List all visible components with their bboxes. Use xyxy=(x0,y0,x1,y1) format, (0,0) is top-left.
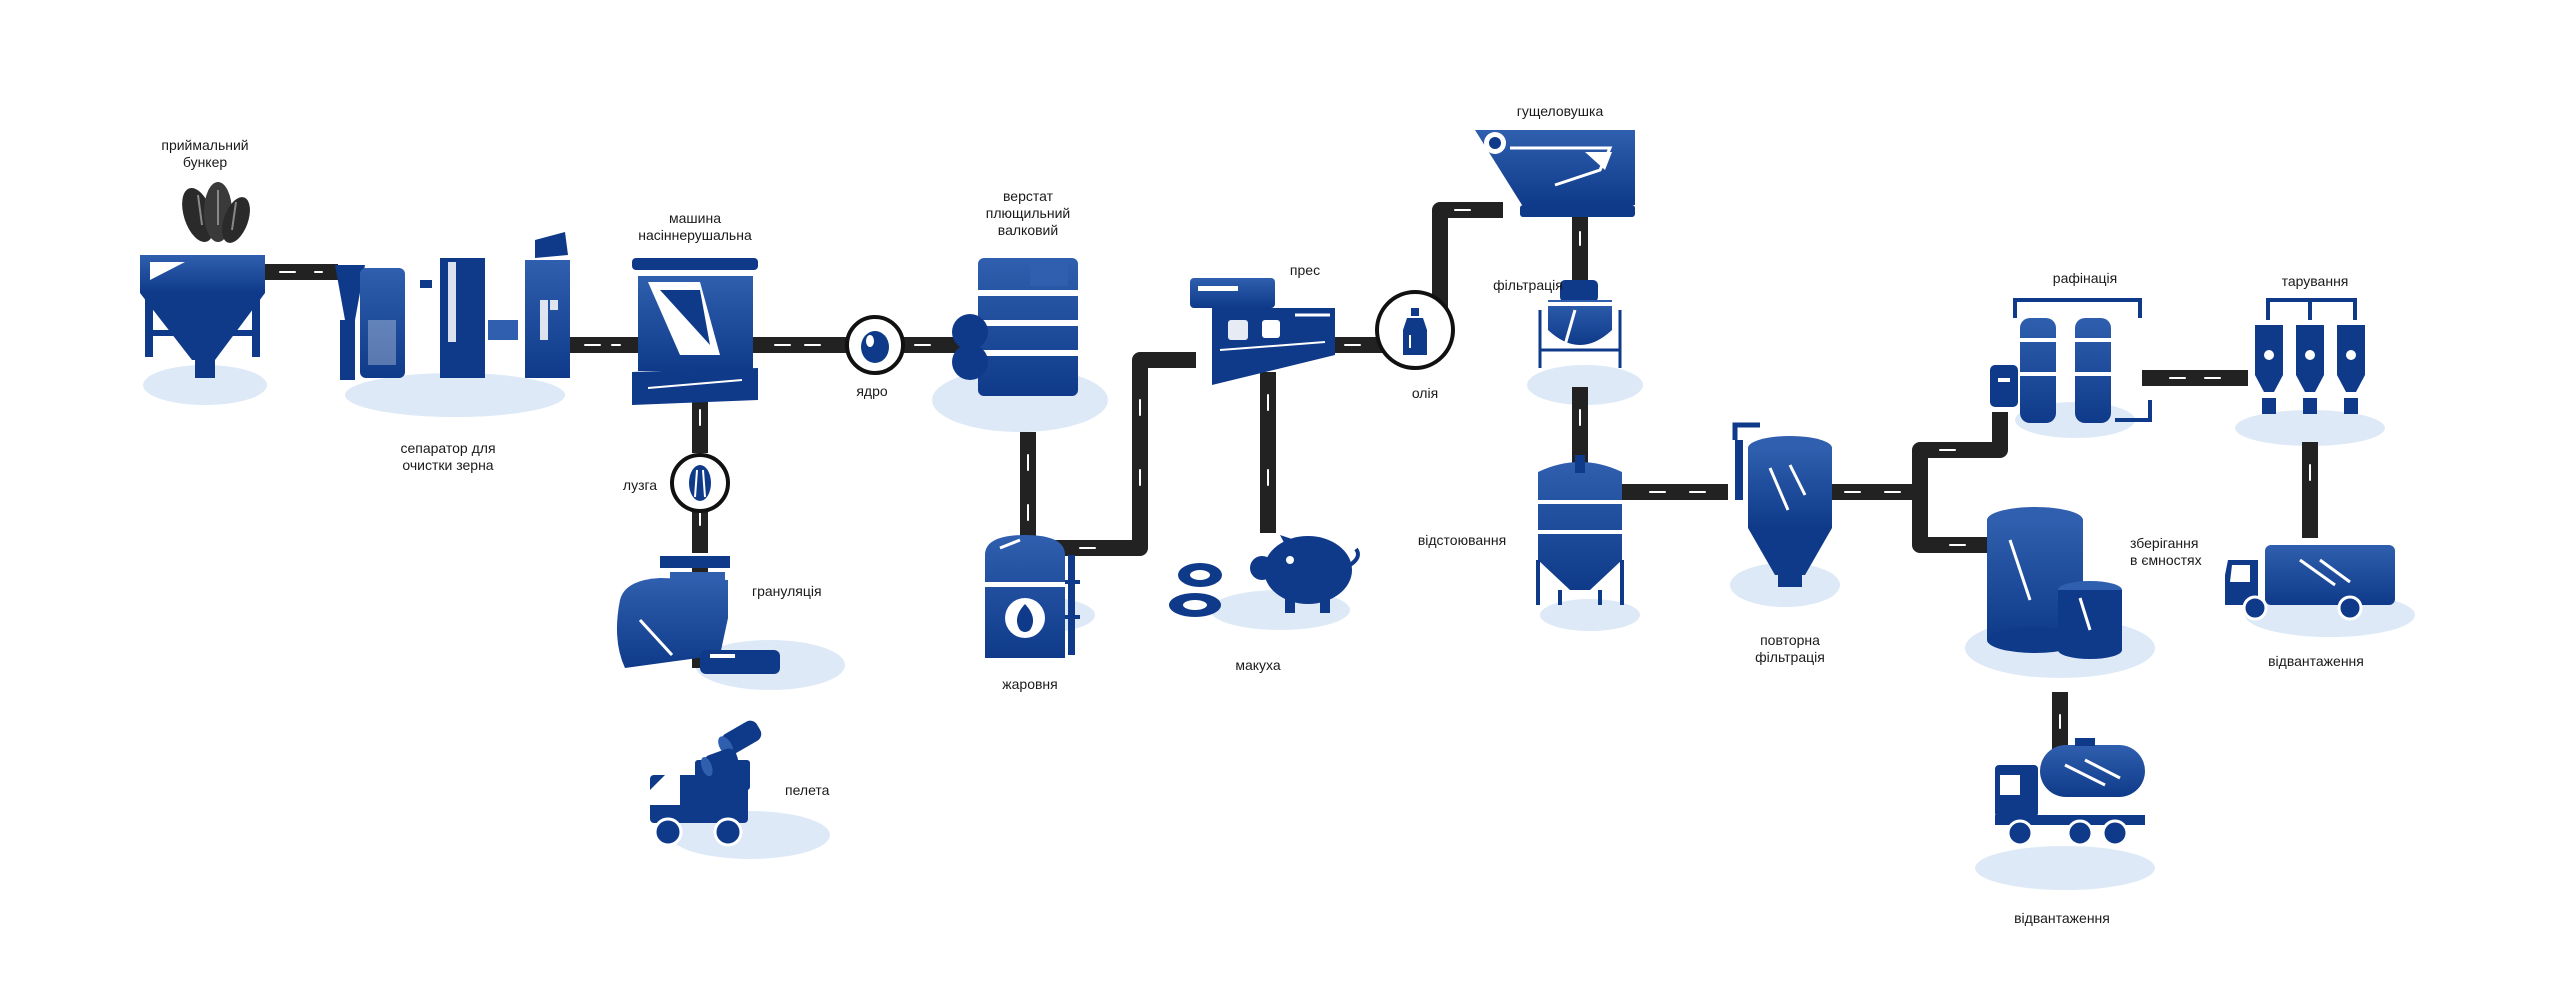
hopper-icon xyxy=(140,255,265,378)
filter-tank-icon xyxy=(1538,280,1622,368)
roller-mill-icon xyxy=(952,258,1078,396)
settling-tank-icon xyxy=(1536,455,1624,605)
roaster-icon xyxy=(985,535,1080,658)
cake-piggy-icon xyxy=(1169,535,1360,617)
refilter-silo-icon xyxy=(1732,422,1832,587)
refining-tanks-icon xyxy=(1990,298,2152,423)
packaging-icon xyxy=(2255,298,2365,414)
box-truck-icon xyxy=(2225,545,2395,621)
husk-icon xyxy=(670,453,730,513)
kernel-icon xyxy=(845,315,905,375)
storage-tanks-icon xyxy=(1987,507,2122,659)
press-icon xyxy=(1190,278,1335,385)
separator-icon xyxy=(335,232,570,380)
dehuller-icon xyxy=(632,258,758,405)
pellet-truck-icon xyxy=(650,720,762,847)
sunflower-seeds-icon xyxy=(182,182,250,243)
oil-bottle-icon xyxy=(1375,290,1455,370)
sludge-trap-icon xyxy=(1475,130,1635,217)
tanker-truck-icon xyxy=(1995,738,2145,847)
granulator-icon xyxy=(616,556,780,674)
pipe-highlights xyxy=(279,209,2311,729)
